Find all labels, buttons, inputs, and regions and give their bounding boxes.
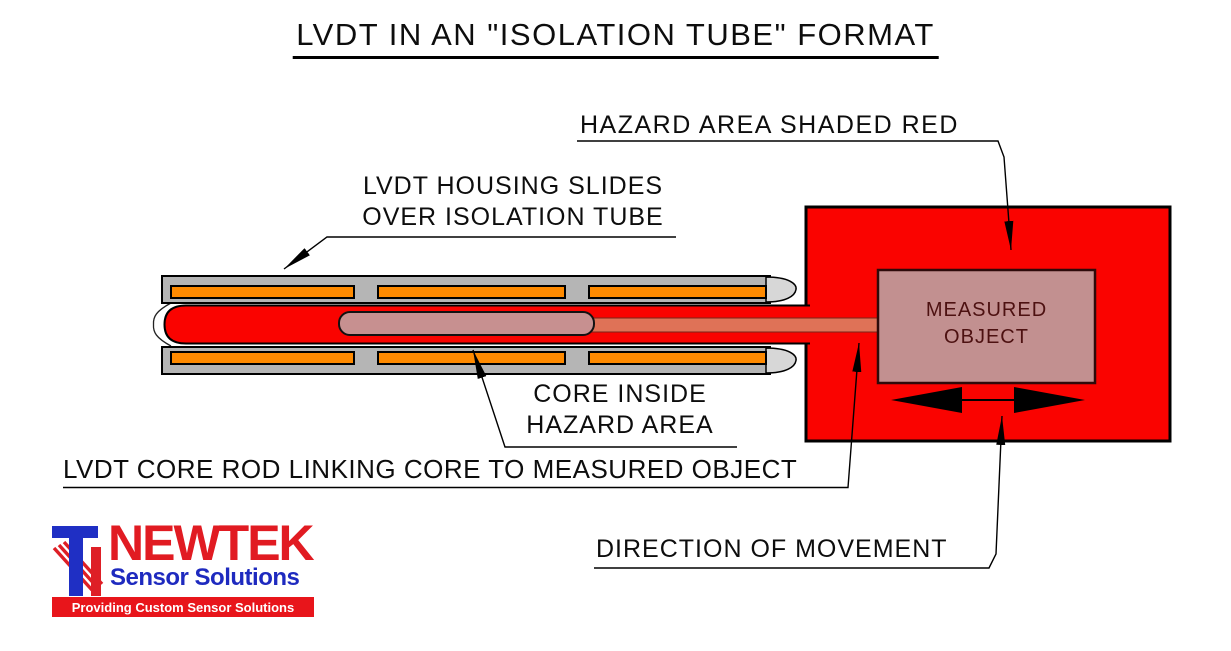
label-housing: LVDT HOUSING SLIDES OVER ISOLATION TUBE — [347, 171, 679, 233]
label-core-rod: LVDT CORE ROD LINKING CORE TO MEASURED O… — [63, 454, 798, 484]
measured-object-line2: OBJECT — [944, 326, 1029, 348]
coil-top-3 — [588, 285, 767, 299]
logo-subtitle-text: Sensor Solutions — [110, 564, 300, 591]
newtek-logo: NEWTEK Sensor Solutions Providing Custom… — [50, 515, 322, 620]
logo-tagline-banner: Providing Custom Sensor Solutions — [52, 597, 314, 617]
label-housing-line2: OVER ISOLATION TUBE — [362, 203, 664, 231]
coil-bottom-3 — [588, 351, 767, 365]
measured-object-line1: MEASURED — [925, 299, 1048, 321]
nt-monogram-icon — [52, 526, 104, 596]
leader-hazard-area — [577, 140, 1014, 251]
coil-top-2 — [377, 285, 566, 299]
label-hazard-area: HAZARD AREA SHADED RED — [580, 111, 959, 139]
label-core-inside: CORE INSIDE HAZARD AREA — [500, 379, 740, 441]
core-rod — [590, 317, 882, 333]
label-housing-line1: LVDT HOUSING SLIDES — [362, 172, 664, 200]
leader-core-rod — [63, 342, 862, 489]
logo-tagline-text: Providing Custom Sensor Solutions — [71, 599, 295, 615]
lvdt-core — [338, 311, 595, 336]
leader-housing — [283, 236, 676, 270]
housing-top-end-cap — [765, 276, 797, 303]
label-core-inside-line2: HAZARD AREA — [526, 411, 714, 439]
label-direction-of-movement: DIRECTION OF MOVEMENT — [596, 535, 948, 563]
measured-object-box — [876, 268, 1097, 385]
measured-object-label: MEASURED OBJECT — [878, 297, 1095, 351]
label-core-inside-line1: CORE INSIDE — [533, 380, 707, 408]
coil-top-1 — [170, 285, 355, 299]
leader-direction — [594, 415, 1006, 569]
coil-bottom-2 — [377, 351, 566, 365]
leader-core-inside — [472, 349, 737, 448]
page-title: LVDT IN AN "ISOLATION TUBE" FORMAT — [292, 17, 939, 59]
housing-bottom-end-cap — [765, 347, 797, 374]
logo-brand-text: NEWTEK — [108, 515, 315, 571]
direction-of-movement-arrow — [891, 387, 1085, 413]
coil-bottom-1 — [170, 351, 355, 365]
